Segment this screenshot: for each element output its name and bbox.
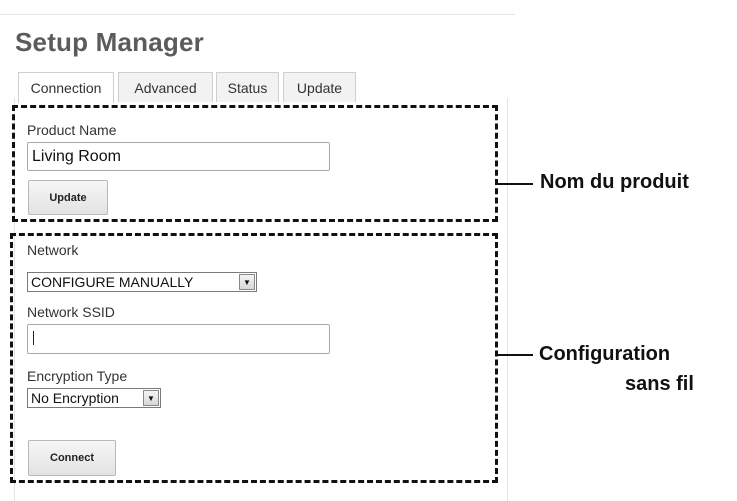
wireless-config-highlight — [10, 233, 498, 483]
tab-status[interactable]: Status — [216, 72, 279, 102]
top-bar — [0, 0, 515, 15]
callout-line-wireless — [498, 354, 533, 356]
callout-product-name: Nom du produit — [540, 171, 689, 193]
network-select[interactable]: CONFIGURE MANUALLY ▼ — [27, 272, 257, 292]
network-select-value: CONFIGURE MANUALLY — [31, 274, 194, 290]
text-caret — [33, 331, 34, 345]
network-label: Network — [27, 242, 79, 258]
callout-line-product — [498, 183, 533, 185]
connect-button[interactable]: Connect — [28, 440, 116, 476]
encryption-type-label: Encryption Type — [27, 368, 128, 384]
network-ssid-input[interactable] — [27, 324, 330, 354]
encryption-type-select[interactable]: No Encryption ▼ — [27, 388, 161, 408]
tab-connection[interactable]: Connection — [18, 72, 114, 103]
chevron-down-icon[interactable]: ▼ — [239, 274, 255, 290]
product-name-label: Product Name — [27, 122, 117, 138]
network-ssid-label: Network SSID — [27, 304, 115, 320]
product-name-input[interactable]: Living Room — [27, 142, 330, 171]
update-button[interactable]: Update — [28, 180, 108, 215]
tab-update[interactable]: Update — [283, 72, 356, 102]
tab-advanced[interactable]: Advanced — [118, 72, 213, 102]
chevron-down-icon[interactable]: ▼ — [143, 390, 159, 406]
page-title: Setup Manager — [15, 27, 204, 57]
callout-wireless-line2: sans fil — [625, 373, 694, 395]
callout-wireless-line1: Configuration — [539, 343, 671, 365]
encryption-select-value: No Encryption — [31, 390, 119, 406]
product-name-highlight — [12, 105, 498, 222]
